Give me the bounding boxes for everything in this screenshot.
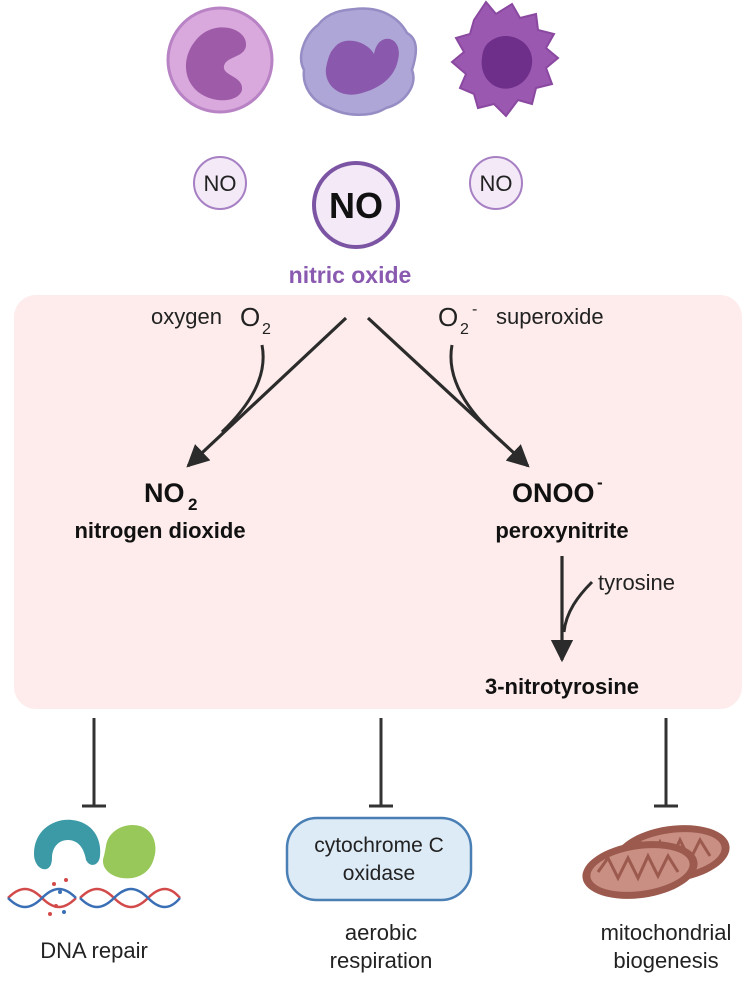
no2-subscript: 2 xyxy=(188,495,197,514)
superoxide-label: superoxide xyxy=(496,304,604,329)
cytochrome-line2: oxidase xyxy=(343,862,415,885)
cytochrome-line1: cytochrome C xyxy=(314,834,444,857)
o2-formula: O 2 xyxy=(240,302,271,338)
mito-line1: mitochondrial xyxy=(601,920,732,945)
curve-superoxide-join xyxy=(449,344,503,444)
onoo-formula: ONOO - xyxy=(512,473,603,508)
curve-o2-join xyxy=(220,344,265,434)
small-no-right-text: NO xyxy=(480,171,513,196)
big-no-badge: NO xyxy=(312,161,400,249)
inhibition-dna-repair xyxy=(82,718,106,808)
small-no-right-badge: NO xyxy=(469,156,523,210)
dendritic-cell-icon xyxy=(450,0,560,118)
aerobic-line1: aerobic xyxy=(345,920,417,945)
inhibition-mitochondria xyxy=(654,718,678,808)
superoxide-superscript: - xyxy=(472,301,477,318)
no2-formula: NO 2 xyxy=(144,478,197,514)
superoxide-subscript: 2 xyxy=(460,321,469,338)
dna-repair-label: DNA repair xyxy=(40,938,148,963)
big-no-text: NO xyxy=(329,185,383,226)
cytochrome-box xyxy=(285,816,473,902)
inhibition-cytochrome xyxy=(369,718,393,808)
nitric-oxide-label: nitric oxide xyxy=(289,262,412,288)
onoo-base: ONOO xyxy=(512,478,595,508)
o2-base: O xyxy=(240,302,260,332)
superoxide-base: O xyxy=(438,302,458,332)
arrow-no-to-no2 xyxy=(186,316,348,468)
no2-base: NO xyxy=(144,478,185,508)
peroxynitrite-label: peroxynitrite xyxy=(495,518,628,543)
curve-tyrosine-join xyxy=(562,580,594,633)
macrophage-cell-icon xyxy=(299,7,418,116)
neutrophil-cell-icon xyxy=(166,6,274,114)
onoo-superscript: - xyxy=(597,473,603,492)
superoxide-formula: O 2 - xyxy=(438,301,477,338)
small-no-left-text: NO xyxy=(204,171,237,196)
o2-subscript: 2 xyxy=(262,321,271,338)
mitochondria-icon xyxy=(582,825,730,899)
dna-strand-icon xyxy=(7,878,181,916)
reaction-panel xyxy=(14,295,742,709)
nitrotyrosine-label: 3-nitrotyrosine xyxy=(485,674,639,699)
dna-repair-enzymes-icon xyxy=(34,819,156,879)
oxygen-label: oxygen xyxy=(151,304,222,329)
small-no-left-badge: NO xyxy=(193,156,247,210)
tyrosine-label: tyrosine xyxy=(598,570,675,595)
aerobic-line2: respiration xyxy=(330,948,433,973)
mito-line2: biogenesis xyxy=(613,948,718,973)
nitrogen-dioxide-label: nitrogen dioxide xyxy=(74,518,245,543)
